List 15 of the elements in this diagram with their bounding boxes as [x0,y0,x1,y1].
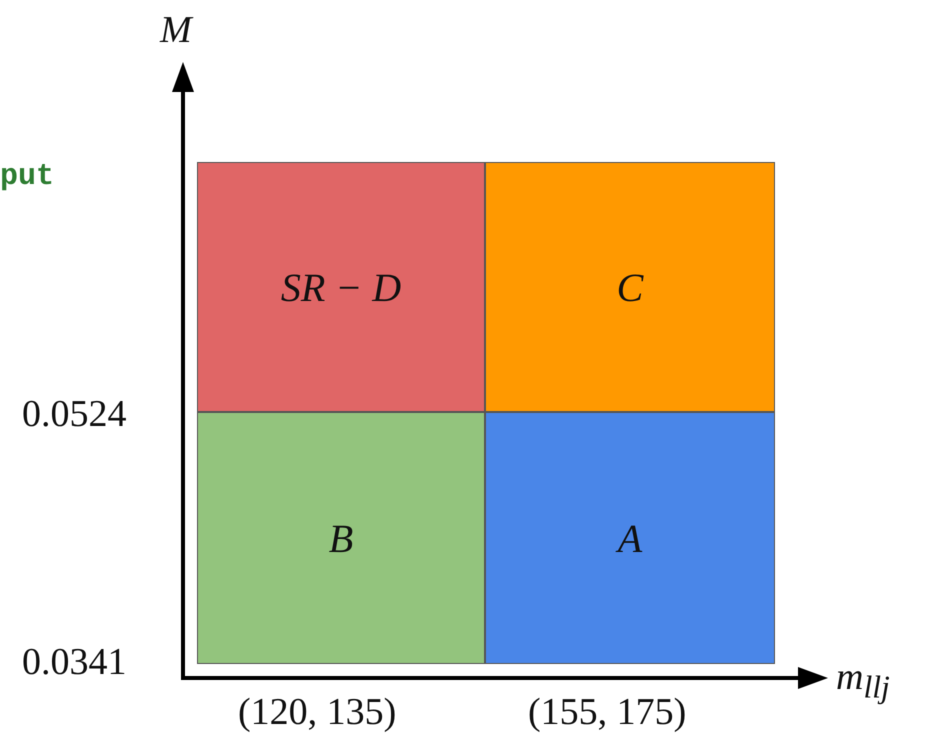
region-label: A [618,514,642,562]
region-label: SR − D [280,264,402,310]
region-label: B [328,514,354,562]
cut-off-text: put [0,160,54,194]
region-box [485,412,775,664]
tick-label: (120, 135) [238,690,396,734]
axis-title: M [160,8,192,52]
region-box [197,162,485,412]
region-label: C [616,264,644,310]
tick-label: (155, 175) [528,690,686,734]
tick-label: 0.0341 [22,640,126,684]
axis-title: m$_{llj}$ [836,655,890,706]
region-box [197,412,485,664]
region-box [485,162,775,412]
tick-label: 0.0524 [22,392,126,436]
